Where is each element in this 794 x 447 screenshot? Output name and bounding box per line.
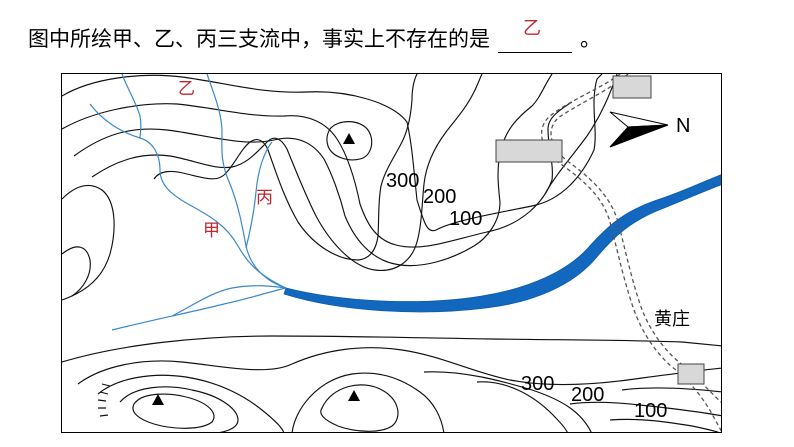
label-bing: 丙: [256, 188, 273, 208]
lower-contours: [62, 335, 721, 432]
contour-label-100-upper: 100: [449, 208, 482, 230]
label-jia: 甲: [203, 221, 220, 241]
north-arrow-icon: N: [609, 111, 690, 148]
label-yi: 乙: [178, 79, 195, 99]
lower-contour-labels: 300 200 100: [521, 373, 667, 422]
topographic-map: N 乙 丙 甲 300 200 100 300 200 100 黄庄: [61, 73, 722, 433]
topographic-map-svg: N 乙 丙 甲 300 200 100 300 200 100 黄庄: [62, 74, 721, 432]
contour-lower-10: [621, 387, 721, 393]
contour-lower-4: [119, 386, 239, 432]
north-arrow-right-half: [609, 124, 669, 148]
upper-contours: [62, 74, 618, 301]
peak-triangle-icon: [348, 390, 360, 401]
peak-triangle-icon: [343, 133, 355, 144]
contour-right-curve: [544, 74, 618, 195]
contour-label-200-upper: 200: [423, 186, 456, 208]
contour-label-300-upper: 300: [386, 170, 419, 192]
contour-peak-ring: [326, 121, 373, 161]
settlement-rectangle-icon: [495, 139, 563, 163]
contour-lower-12: [609, 418, 720, 432]
tributaries: [89, 74, 287, 331]
contour-lower-6: [291, 372, 445, 432]
contour-label-100-lower: 100: [634, 400, 667, 422]
north-label: N: [676, 115, 690, 137]
upper-contour-labels: 300 200 100: [386, 170, 482, 230]
settlement-rectangle-icon: [612, 75, 652, 99]
main-river: [283, 174, 721, 313]
contour-lower-9: [476, 381, 568, 432]
tributary-bing: [245, 141, 273, 249]
contour-lower-11: [569, 401, 721, 417]
peak-triangle-icon: [152, 394, 164, 405]
contour-upper-2: [62, 101, 573, 248]
contour-upper-4: [91, 74, 483, 271]
contour-upper-3: [73, 74, 553, 267]
settlement-rectangle-icon: [677, 363, 705, 385]
contour-upper-1: [62, 74, 603, 232]
peaks: [152, 133, 360, 405]
tributary-jia: [89, 103, 287, 289]
contour-lower-7: [320, 384, 399, 432]
contour-left-edge: [62, 184, 115, 301]
question-line: 图中所绘甲、乙、丙三支流中，事实上不存在的是 乙 。: [28, 18, 601, 54]
contour-left-lower: [62, 246, 91, 297]
town-label-huangzhuang: 黄庄: [654, 309, 690, 330]
answer-text: 乙: [523, 17, 541, 39]
contour-lower-1: [62, 335, 721, 363]
tributary-yi: [206, 74, 287, 289]
tributary-lower-left: [111, 287, 287, 331]
north-arrow-left-half: [609, 111, 669, 128]
settlements: [495, 75, 705, 385]
question-text: 图中所绘甲、乙、丙三支流中，事实上不存在的是: [28, 27, 490, 51]
contour-lower-5: [132, 393, 215, 429]
contour-upper-5: [153, 74, 418, 261]
contour-label-200-lower: 200: [571, 384, 604, 406]
contour-lower-2: [77, 347, 721, 386]
question-punctuation: 。: [580, 27, 601, 51]
contour-lower-8: [423, 371, 592, 432]
answer-blank: 乙: [498, 18, 572, 53]
tributary-upper-left: [121, 74, 142, 139]
contour-label-300-lower: 300: [521, 373, 554, 395]
contour-lower-13: [97, 383, 111, 417]
contour-lower-3: [97, 374, 285, 432]
tributary-lower-branch: [171, 285, 287, 317]
